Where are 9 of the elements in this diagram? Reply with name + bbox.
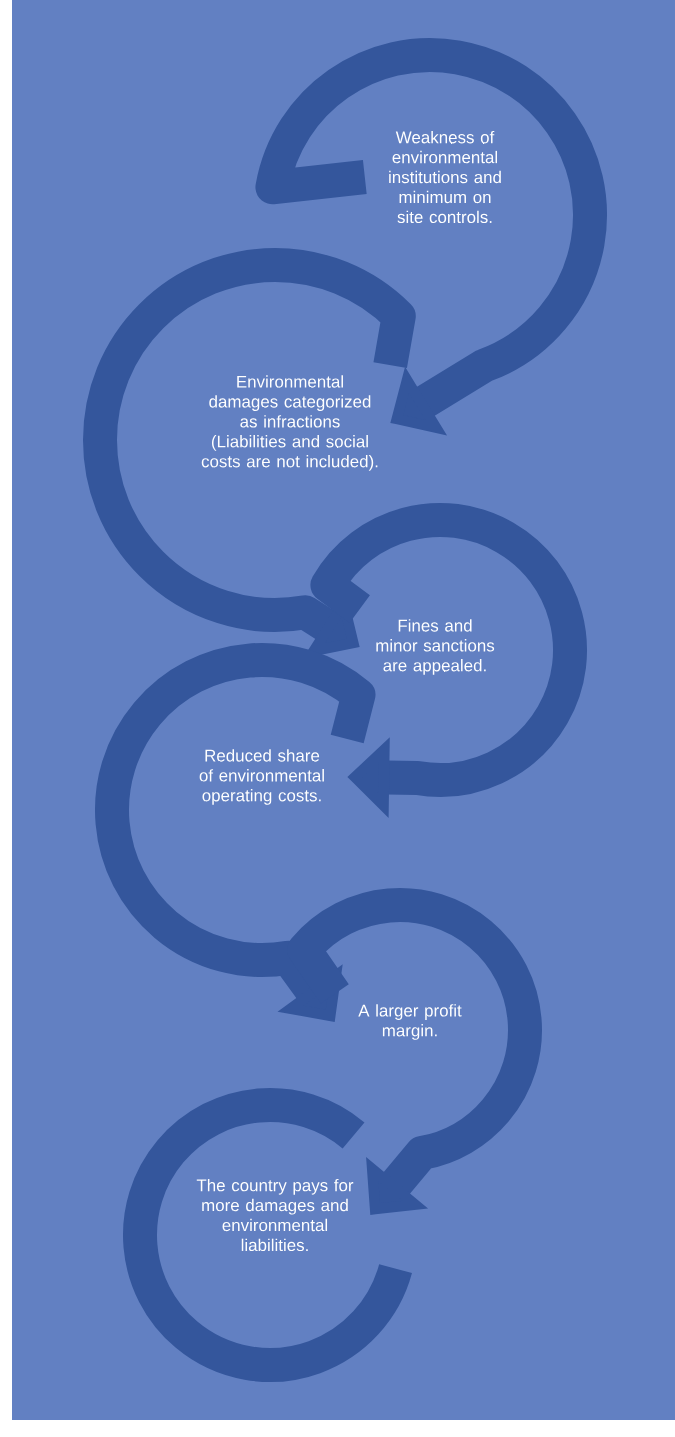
step-text: The country pays for more damages and environmental liabilities. (196, 1178, 354, 1252)
step-text: A larger profit margin. (358, 1004, 462, 1040)
step-text: Fines and minor sanctions are appealed. (376, 619, 495, 675)
step-text: Reduced share of environmental operating costs. (199, 749, 324, 805)
curved-arrow (310, 503, 587, 818)
curved-arrow (255, 38, 607, 436)
step-text: Weakness of environmental institutions and minimum on site controls. (389, 130, 501, 224)
curved-arrow (287, 888, 542, 1215)
step-text: Environmental damages categorized as infractions (Liabilities and social costs are not included). (201, 375, 378, 471)
